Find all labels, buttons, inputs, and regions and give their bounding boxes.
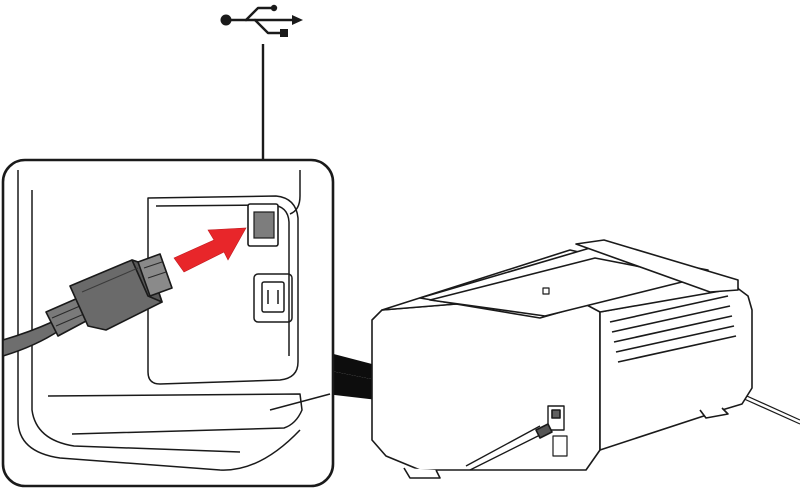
usb-cable-plug bbox=[2, 253, 173, 357]
push-direction-arrow bbox=[173, 227, 247, 273]
usb-port bbox=[247, 203, 279, 247]
printer-rear-closeup bbox=[17, 170, 331, 471]
usb-symbol-icon bbox=[220, 4, 303, 37]
printer-body bbox=[371, 239, 800, 479]
